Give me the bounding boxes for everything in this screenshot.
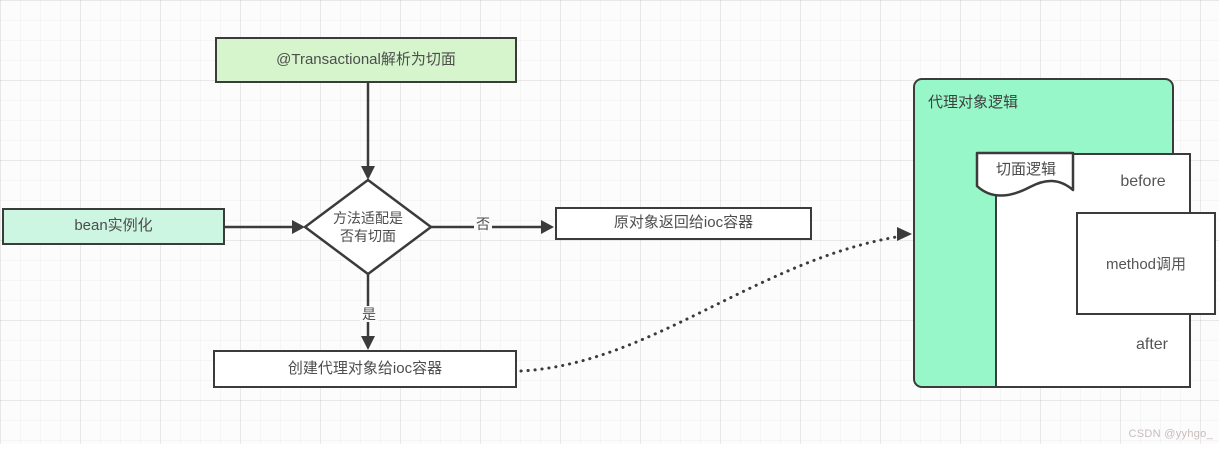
csdn-watermark: CSDN @yyhgo_ bbox=[1128, 428, 1213, 440]
edge-label-yes: 是 bbox=[360, 306, 378, 322]
arrowhead-parse-to-decision bbox=[361, 166, 375, 180]
decision-label-line2: 否有切面 bbox=[340, 228, 396, 244]
edge-create-to-proxy-dotted bbox=[519, 235, 898, 373]
decision-diamond-label: 方法适配是 否有切面 bbox=[318, 200, 418, 254]
node-return-original-label: 原对象返回给ioc容器 bbox=[613, 214, 754, 232]
node-create-proxy: 创建代理对象给ioc容器 bbox=[213, 350, 517, 388]
decision-diamond-shape bbox=[303, 178, 433, 276]
node-return-original: 原对象返回给ioc容器 bbox=[555, 207, 812, 240]
bottom-margin-strip bbox=[0, 444, 1219, 455]
aspect-note-label: 切面逻辑 bbox=[995, 161, 1056, 178]
node-transactional-parse: @Transactional解析为切面 bbox=[215, 37, 517, 83]
node-create-proxy-label: 创建代理对象给ioc容器 bbox=[287, 359, 443, 377]
arrowhead-decision-to-return bbox=[541, 220, 554, 234]
method-call-label: method调用 bbox=[1105, 256, 1187, 273]
decision-label-line1: 方法适配是 bbox=[333, 209, 403, 226]
edge-label-no: 否 bbox=[474, 216, 492, 232]
before-phase-label: before bbox=[1120, 173, 1166, 190]
node-bean-instantiate: bean实例化 bbox=[2, 208, 225, 245]
node-transactional-parse-label: @Transactional解析为切面 bbox=[276, 50, 456, 68]
after-phase-label: after bbox=[1135, 336, 1168, 353]
arrowhead-create-to-proxy bbox=[897, 227, 912, 241]
arrowhead-decision-to-create bbox=[361, 336, 375, 350]
proxy-logic-panel-title: 代理对象逻辑 bbox=[928, 94, 1019, 111]
aspect-note-document-shape bbox=[975, 151, 1075, 197]
method-call-box: method调用 bbox=[1076, 212, 1216, 315]
decision-diamond-polygon bbox=[303, 178, 433, 276]
document-shape-path bbox=[975, 151, 1075, 197]
arrowhead-bean-to-decision bbox=[292, 220, 305, 234]
node-bean-instantiate-label: bean实例化 bbox=[74, 217, 153, 235]
